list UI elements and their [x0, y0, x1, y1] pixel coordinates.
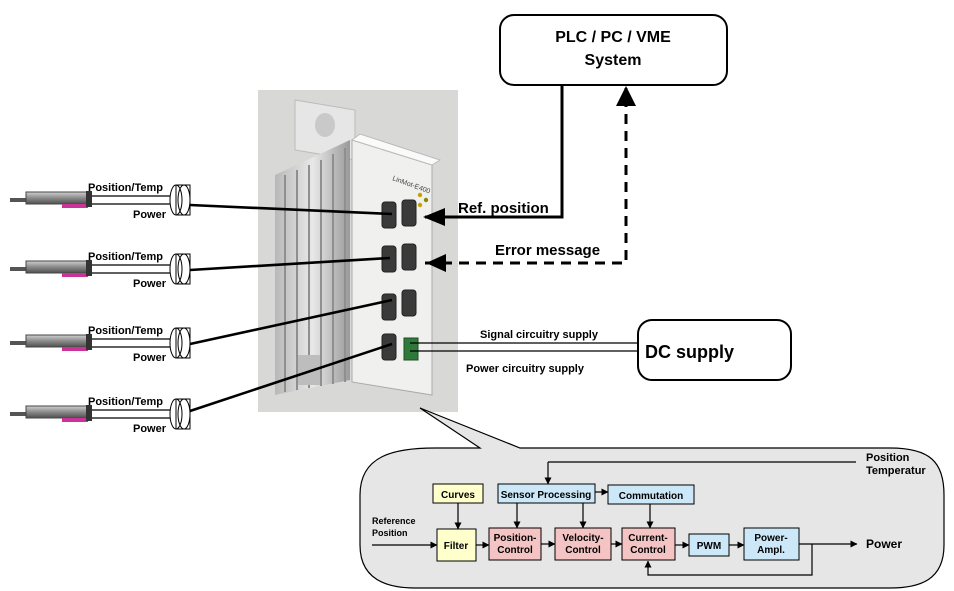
ref-position-line: [423, 85, 564, 226]
controller-photo: [258, 90, 458, 412]
system-box-line2: System: [585, 52, 642, 69]
system-box: PLC / PC / VME System: [499, 14, 728, 86]
current-control-label-2: Control: [630, 545, 666, 556]
pwm-label: PWM: [697, 541, 721, 552]
error-message-label: Error message: [495, 242, 600, 259]
reference-label-2: Position: [372, 528, 408, 538]
reference-label-1: Reference: [372, 516, 416, 526]
motor-signal-label: Position/Temp: [88, 251, 163, 263]
motor-rod: [10, 341, 28, 345]
power-ampl-label-1: Power-: [754, 533, 787, 544]
motor-rod: [10, 267, 28, 271]
dc-supply-label: DC supply: [645, 342, 734, 362]
curves-label: Curves: [441, 490, 475, 501]
motor-rod: [10, 412, 28, 416]
motor-power-label: Power: [133, 278, 167, 290]
motor-link: [189, 298, 393, 346]
ref-position-label: Ref. position: [458, 200, 549, 217]
current-control-label-1: Current-: [628, 533, 667, 544]
error-arrow-up: [616, 86, 636, 106]
dc-supply-box: DC supply: [637, 319, 792, 381]
motor-cable: [62, 204, 88, 208]
feedback-label-1: Position: [866, 452, 910, 464]
position-control-label-1: Position-: [494, 533, 537, 544]
motor-cable: [62, 418, 88, 422]
motor-signal-label: Position/Temp: [88, 182, 163, 194]
sensor-processing-label: Sensor Processing: [501, 490, 592, 501]
motor-power-label: Power: [133, 209, 167, 221]
motor-link: [189, 256, 391, 272]
velocity-control-label-2: Control: [565, 545, 601, 556]
system-box-line1: PLC / PC / VME: [555, 29, 671, 46]
motor-rod: [10, 198, 28, 202]
error-arrow-left: [426, 254, 446, 272]
motor-link: [189, 203, 393, 216]
feedback-label-2: Temperatur: [866, 465, 926, 477]
motor-body: [25, 334, 89, 348]
motor-signal-label: Position/Temp: [88, 396, 163, 408]
filter-label: Filter: [444, 541, 469, 552]
motor-signal-label: Position/Temp: [88, 325, 163, 337]
position-control-block: [488, 527, 542, 561]
motor-body: [25, 191, 89, 205]
motor-body: [25, 405, 89, 419]
motor-power-label: Power: [133, 423, 167, 435]
power-ampl-block: [743, 527, 800, 561]
sensor-processing-block: [497, 483, 596, 504]
block-diagram: Position Temperatur Curves Sensor Proces…: [372, 452, 926, 576]
motor-body: [25, 260, 89, 274]
power-supply-label: Power circuitry supply: [466, 363, 585, 375]
motor-cable: [62, 347, 88, 351]
motor-power-label: Power: [133, 352, 167, 364]
velocity-control-label-1: Velocity-: [562, 533, 603, 544]
motor-link: [189, 342, 393, 413]
motor-cable: [62, 273, 88, 277]
output-power-label: Power: [866, 537, 902, 551]
position-control-label-2: Control: [497, 545, 533, 556]
power-ampl-label-2: Ampl.: [757, 545, 785, 556]
commutation-label: Commutation: [619, 491, 683, 502]
motors-group: Position/TempPowerPosition/TempPowerPosi…: [10, 182, 393, 435]
signal-supply-label: Signal circuitry supply: [480, 329, 599, 341]
